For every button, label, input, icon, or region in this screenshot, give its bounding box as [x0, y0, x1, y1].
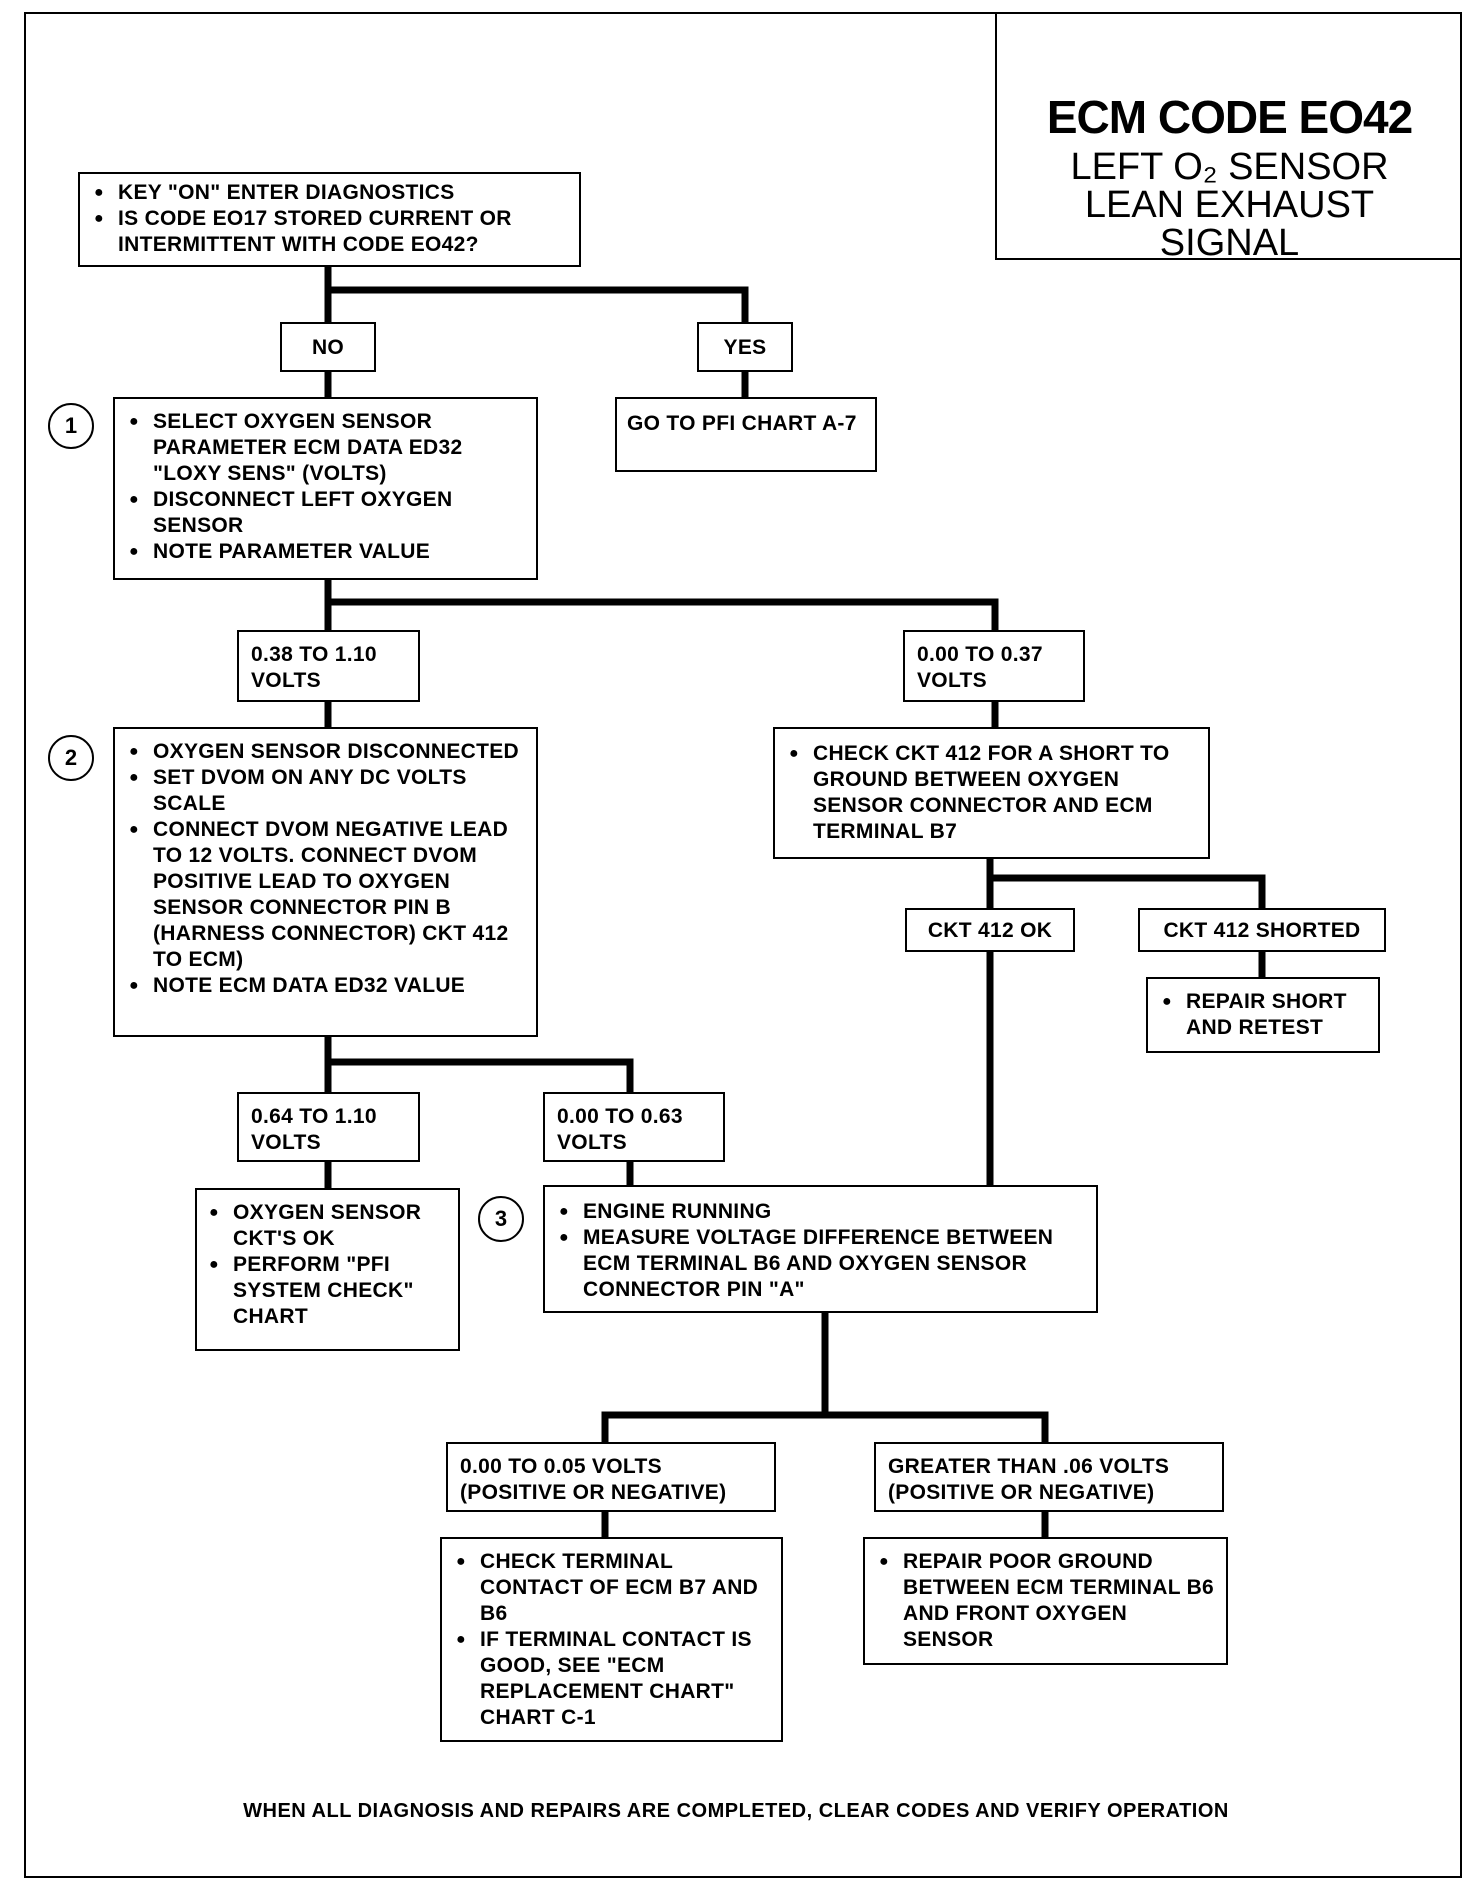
- start-step-list: KEY "ON" ENTER DIAGNOSTICS IS CODE EO17 …: [90, 180, 569, 258]
- step2-item-3: CONNECT DVOM NEGATIVE LEAD TO 12 VOLTS. …: [125, 817, 526, 973]
- step-number-3: 3: [478, 1196, 524, 1242]
- step2-item-1: OXYGEN SENSOR DISCONNECTED: [125, 739, 526, 765]
- step2-item-4: NOTE ECM DATA ED32 VALUE: [125, 973, 526, 999]
- check-terminal-box: CHECK TERMINAL CONTACT OF ECM B7 AND B6 …: [440, 1537, 783, 1742]
- step2-list: OXYGEN SENSOR DISCONNECTED SET DVOM ON A…: [125, 739, 526, 999]
- title-line-1: LEFT O₂ SENSOR: [1070, 146, 1389, 188]
- step2-item-2: SET DVOM ON ANY DC VOLTS SCALE: [125, 765, 526, 817]
- range3-high-label: GREATER THAN .06 VOLTS (POSITIVE OR NEGA…: [874, 1442, 1224, 1512]
- check-terminal-item-2: IF TERMINAL CONTACT IS GOOD, SEE "ECM RE…: [452, 1627, 771, 1731]
- repair-short-list: REPAIR SHORT AND RETEST: [1158, 989, 1368, 1041]
- no-branch-label: NO: [280, 322, 376, 372]
- repair-ground-item: REPAIR POOR GROUND BETWEEN ECM TERMINAL …: [875, 1549, 1216, 1653]
- check-ckt-412-box: CHECK CKT 412 FOR A SHORT TO GROUND BETW…: [773, 727, 1210, 859]
- step-number-1: 1: [48, 403, 94, 449]
- check-terminal-item-1: CHECK TERMINAL CONTACT OF ECM B7 AND B6: [452, 1549, 771, 1627]
- page-frame: [24, 12, 1462, 1878]
- step1-item-2: DISCONNECT LEFT OXYGEN SENSOR: [125, 487, 526, 539]
- yes-branch-label: YES: [697, 322, 793, 372]
- sensor-ok-list: OXYGEN SENSOR CKT'S OK PERFORM "PFI SYST…: [205, 1200, 450, 1330]
- ckt-shorted-label: CKT 412 SHORTED: [1138, 908, 1386, 952]
- step1-item-3: NOTE PARAMETER VALUE: [125, 539, 526, 565]
- repair-ground-box: REPAIR POOR GROUND BETWEEN ECM TERMINAL …: [863, 1537, 1228, 1665]
- range2-low-label: 0.00 TO 0.63 VOLTS: [543, 1092, 725, 1162]
- goto-a7-box: GO TO PFI CHART A-7: [615, 397, 877, 472]
- range-high-label: 0.38 TO 1.10 VOLTS: [237, 630, 420, 702]
- ckt-ok-label: CKT 412 OK: [905, 908, 1075, 952]
- repair-ground-list: REPAIR POOR GROUND BETWEEN ECM TERMINAL …: [875, 1549, 1216, 1653]
- check-ckt-412-list: CHECK CKT 412 FOR A SHORT TO GROUND BETW…: [785, 741, 1198, 845]
- step3-item-2: MEASURE VOLTAGE DIFFERENCE BETWEEN ECM T…: [555, 1225, 1086, 1303]
- sensor-ok-item-1: OXYGEN SENSOR CKT'S OK: [205, 1200, 450, 1252]
- step1-box: SELECT OXYGEN SENSOR PARAMETER ECM DATA …: [113, 397, 538, 580]
- sensor-ok-item-2: PERFORM "PFI SYSTEM CHECK" CHART: [205, 1252, 450, 1330]
- repair-short-box: REPAIR SHORT AND RETEST: [1146, 977, 1380, 1053]
- check-ckt-412-item: CHECK CKT 412 FOR A SHORT TO GROUND BETW…: [785, 741, 1198, 845]
- step-number-2: 2: [48, 735, 94, 781]
- title-block: ECM CODE EO42 LEFT O₂ SENSOR LEAN EXHAUS…: [995, 12, 1462, 264]
- title-line-3: SIGNAL: [1159, 222, 1300, 264]
- range2-high-label: 0.64 TO 1.10 VOLTS: [237, 1092, 420, 1162]
- start-item-2: IS CODE EO17 STORED CURRENT OR INTERMITT…: [90, 206, 569, 258]
- repair-short-item: REPAIR SHORT AND RETEST: [1158, 989, 1368, 1041]
- footer-note: WHEN ALL DIAGNOSIS AND REPAIRS ARE COMPL…: [243, 1800, 1229, 1822]
- title-line-2: LEAN EXHAUST: [1084, 184, 1375, 226]
- step3-list: ENGINE RUNNING MEASURE VOLTAGE DIFFERENC…: [555, 1199, 1086, 1303]
- step3-box: ENGINE RUNNING MEASURE VOLTAGE DIFFERENC…: [543, 1185, 1098, 1313]
- step1-list: SELECT OXYGEN SENSOR PARAMETER ECM DATA …: [125, 409, 526, 565]
- step3-item-1: ENGINE RUNNING: [555, 1199, 1086, 1225]
- step2-box: OXYGEN SENSOR DISCONNECTED SET DVOM ON A…: [113, 727, 538, 1037]
- start-item-1: KEY "ON" ENTER DIAGNOSTICS: [90, 180, 569, 206]
- range-low-label: 0.00 TO 0.37 VOLTS: [903, 630, 1085, 702]
- start-step-box: KEY "ON" ENTER DIAGNOSTICS IS CODE EO17 …: [78, 172, 581, 267]
- sensor-ok-box: OXYGEN SENSOR CKT'S OK PERFORM "PFI SYST…: [195, 1188, 460, 1351]
- chart-title: ECM CODE EO42: [1046, 91, 1413, 143]
- range3-low-label: 0.00 TO 0.05 VOLTS (POSITIVE OR NEGATIVE…: [446, 1442, 776, 1512]
- check-terminal-list: CHECK TERMINAL CONTACT OF ECM B7 AND B6 …: [452, 1549, 771, 1731]
- step1-item-1: SELECT OXYGEN SENSOR PARAMETER ECM DATA …: [125, 409, 526, 487]
